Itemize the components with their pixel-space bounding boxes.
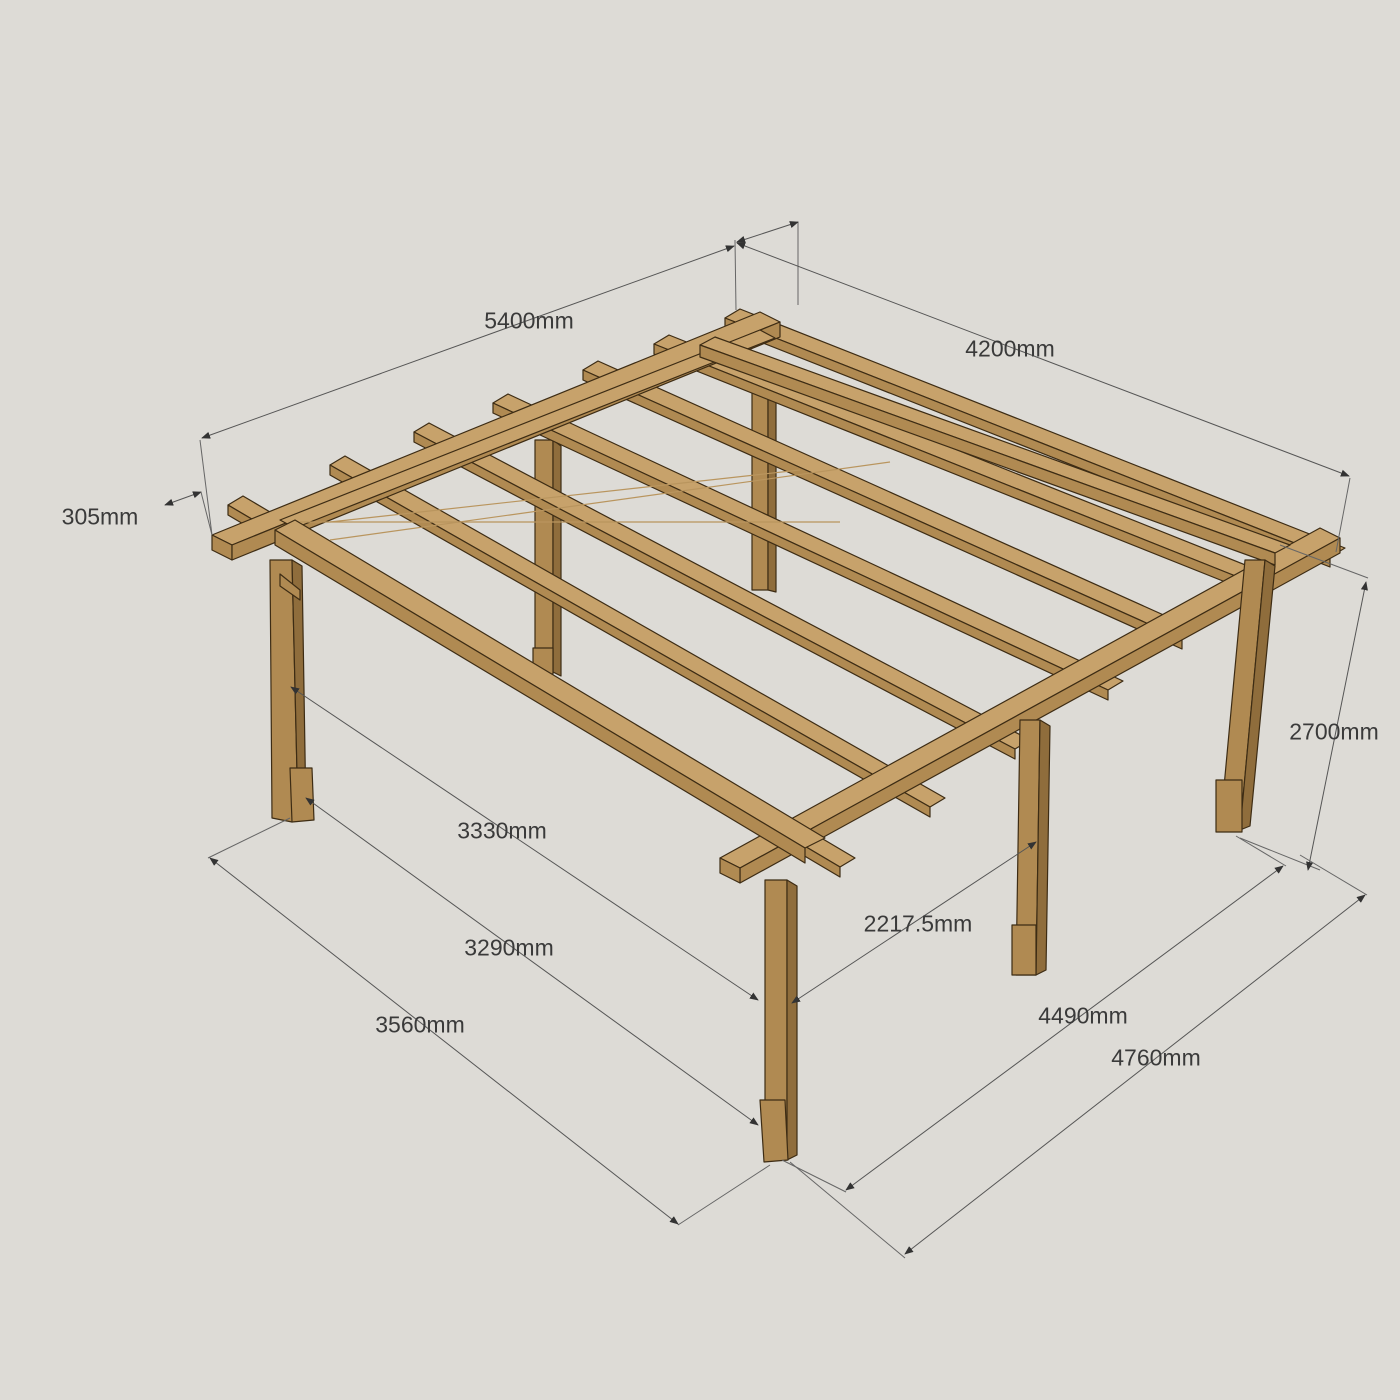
label-inner-span-a: 3330mm (457, 817, 547, 844)
label-length-overall: 5400mm (484, 307, 574, 334)
front-left-post (269, 559, 315, 823)
label-post-spacing-mid: 2217.5mm (863, 910, 973, 937)
dimension-lines (164, 221, 1369, 1259)
label-post-span-long: 4760mm (1111, 1044, 1201, 1071)
front-corner-post (759, 879, 798, 1163)
label-overhang: 305mm (61, 503, 139, 530)
label-inner-span-long: 4490mm (1038, 1002, 1128, 1029)
back-left-post (532, 439, 562, 677)
front-mid-post (1011, 719, 1051, 976)
side-beams (274, 336, 1291, 864)
label-inner-span-b: 3290mm (464, 934, 554, 961)
label-post-span-short: 3560mm (375, 1011, 465, 1038)
front-right-post (1215, 559, 1276, 833)
label-height: 2700mm (1289, 718, 1379, 745)
label-width-overall: 4200mm (965, 335, 1055, 362)
